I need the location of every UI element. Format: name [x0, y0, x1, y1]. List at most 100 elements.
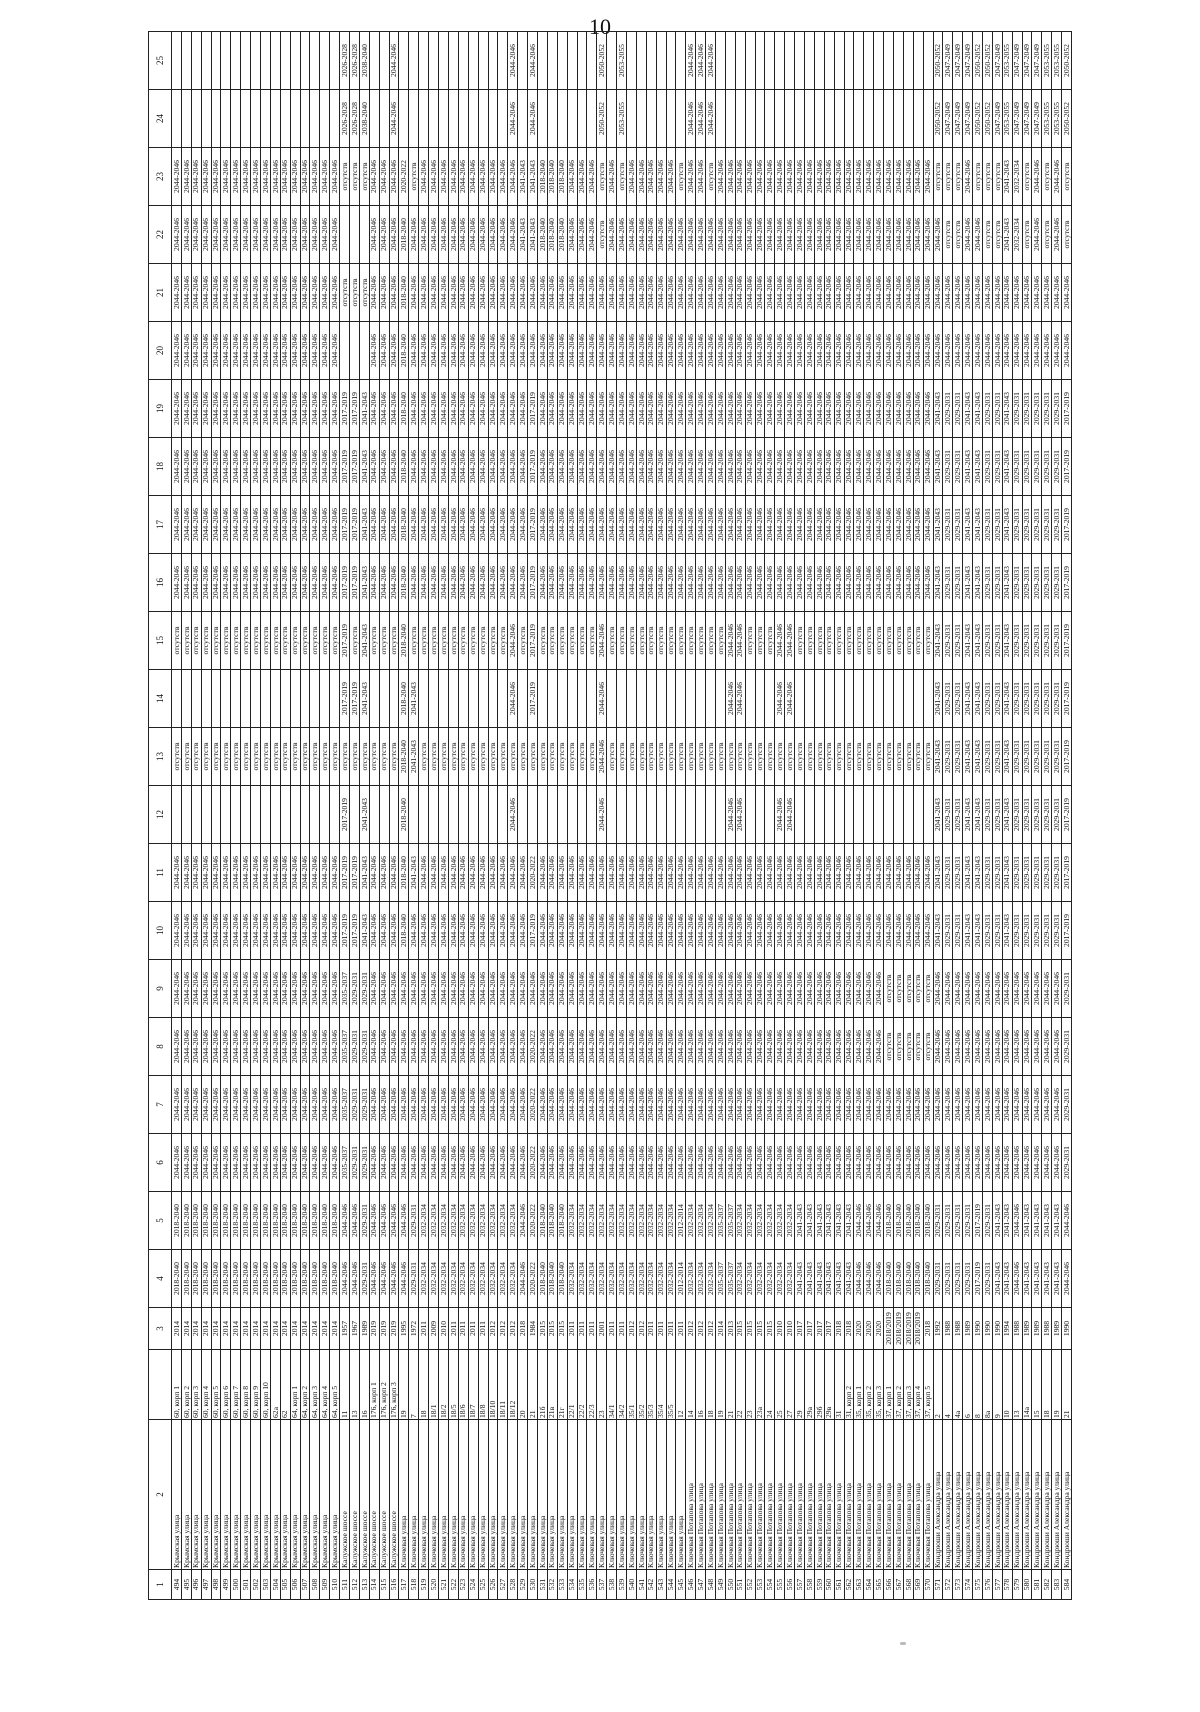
- table-cell: Ключевая улица: [458, 1419, 469, 1570]
- table-cell: 2044-2046: [755, 495, 765, 554]
- table-cell: 2044-2046: [923, 843, 934, 902]
- table-cell: 60, корп 10: [260, 1349, 271, 1420]
- table-cell: отсутств: [171, 611, 182, 670]
- table-cell: 2044-2046: [992, 263, 1003, 322]
- table-cell: 2041-2043: [1051, 1191, 1062, 1250]
- table-cell: 516: [389, 1569, 399, 1600]
- table-cell: [270, 785, 281, 844]
- table-cell: 2010: [774, 1307, 785, 1350]
- table-cell: 2044-2046: [507, 1075, 518, 1134]
- table-cell: 60, корп 7: [230, 1349, 241, 1420]
- table-cell: 2044-2046: [834, 147, 845, 206]
- table-cell: 2044-2046: [596, 1075, 607, 1134]
- table-cell: 2044-2046: [547, 843, 558, 902]
- table-cell: отсутств: [230, 611, 241, 670]
- table-cell: 2032-2034: [567, 1191, 578, 1250]
- table-cell: [844, 669, 854, 728]
- table-cell: 2050-2052: [972, 89, 983, 148]
- table-cell: 2044-2046: [873, 437, 884, 496]
- table-cell: отсутств: [537, 611, 548, 670]
- table-cell: отсутств: [853, 727, 864, 786]
- table-cell: 2044-2046: [824, 1075, 835, 1134]
- table-cell: 2032-2034: [577, 1191, 587, 1250]
- table-cell: 18/6: [458, 1349, 469, 1420]
- table-cell: Ключевая Потапова улица: [695, 1419, 706, 1570]
- table-cell: 1989: [962, 1307, 973, 1350]
- table-cell: 2044-2046: [774, 321, 785, 380]
- table-cell: 2047-2049: [1012, 89, 1023, 148]
- table-cell: 2044-2046: [873, 1191, 884, 1250]
- table-cell: [844, 31, 854, 90]
- table-cell: 2014: [329, 1307, 340, 1350]
- table-cell: 2044-2046: [715, 495, 726, 554]
- table-cell: 2029-2031: [359, 1249, 370, 1308]
- table-cell: 2029-2031: [349, 1075, 360, 1134]
- table-cell: 2044-2046: [636, 205, 647, 264]
- table-cell: 2044-2046: [309, 437, 320, 496]
- table-cell: 2044-2046: [171, 553, 182, 612]
- table-cell: 2044-2046: [784, 1017, 795, 1076]
- table-cell: [280, 669, 291, 728]
- table-cell: 2038-2040: [359, 89, 370, 148]
- table-cell: 2018-2040: [398, 611, 409, 670]
- table-cell: 2044-2046: [1031, 147, 1042, 206]
- table-cell: 2044-2046: [764, 147, 775, 206]
- table-cell: отсутств: [903, 611, 914, 670]
- table-cell: отсутств: [715, 611, 726, 670]
- table-cell: отсутств: [359, 727, 370, 786]
- table-cell: 2044-2046: [260, 437, 271, 496]
- table-cell: 2044-2046: [715, 959, 726, 1018]
- table-cell: 2044-2046: [1022, 263, 1032, 322]
- table-cell: 2044-2046: [764, 553, 775, 612]
- table-cell: отсутств: [933, 147, 943, 206]
- table-cell: 2044-2046: [952, 321, 963, 380]
- table-cell: 2044-2046: [844, 843, 854, 902]
- table-cell: 2044-2046: [300, 959, 310, 1018]
- table-cell: 2044-2046: [586, 1017, 597, 1076]
- table-cell: 2044-2046: [201, 1133, 212, 1192]
- table-cell: отсутств: [290, 727, 301, 786]
- table-cell: [656, 89, 667, 148]
- table-cell: 2044-2046: [270, 901, 281, 960]
- table-cell: Калужское шоссе: [389, 1419, 399, 1570]
- table-cell: 2029-2031: [1022, 611, 1032, 670]
- table-cell: 2029-2031: [1031, 495, 1042, 554]
- table-cell: 2044-2046: [408, 379, 419, 438]
- table-cell: 2014: [260, 1307, 271, 1350]
- table-cell: 2044-2046: [606, 205, 617, 264]
- column-header: 24: [148, 89, 172, 148]
- table-cell: 2044-2046: [240, 205, 251, 264]
- table-cell: 29в: [824, 1349, 835, 1420]
- table-cell: 2029-2031: [1041, 379, 1052, 438]
- table-cell: 2018/2019: [883, 1307, 894, 1350]
- table-cell: 64, корп 5: [329, 1349, 340, 1420]
- table-cell: 2015: [557, 1307, 568, 1350]
- table-cell: 2009: [428, 1307, 439, 1350]
- table-cell: 2044-2046: [379, 1133, 390, 1192]
- table-cell: 35/2: [636, 1349, 647, 1420]
- table-cell: 2011: [586, 1307, 597, 1350]
- table-cell: 2044-2046: [863, 437, 874, 496]
- table-cell: 2044-2046: [280, 959, 291, 1018]
- table-cell: отсутств: [784, 727, 795, 786]
- table-cell: [784, 89, 795, 148]
- table-cell: 2032-2034: [1012, 205, 1023, 264]
- table-cell: 2044-2046: [448, 495, 459, 554]
- table-cell: 2044-2046: [636, 1017, 647, 1076]
- table-cell: 2044-2046: [458, 147, 469, 206]
- table-cell: отсутств: [606, 611, 617, 670]
- table-cell: [577, 785, 587, 844]
- table-cell: 504: [270, 1569, 281, 1600]
- table-cell: 18/1: [428, 1349, 439, 1420]
- table-cell: 2041-2043: [1002, 901, 1013, 960]
- table-cell: 2044-2046: [1031, 1075, 1042, 1134]
- table-cell: 11: [339, 1349, 350, 1420]
- table-cell: 2044-2046: [893, 437, 904, 496]
- table-cell: 2044-2046: [181, 843, 192, 902]
- table-cell: 2044-2046: [408, 263, 419, 322]
- table-cell: 2032-2034: [586, 1191, 597, 1250]
- table-cell: 2018-2040: [309, 1249, 320, 1308]
